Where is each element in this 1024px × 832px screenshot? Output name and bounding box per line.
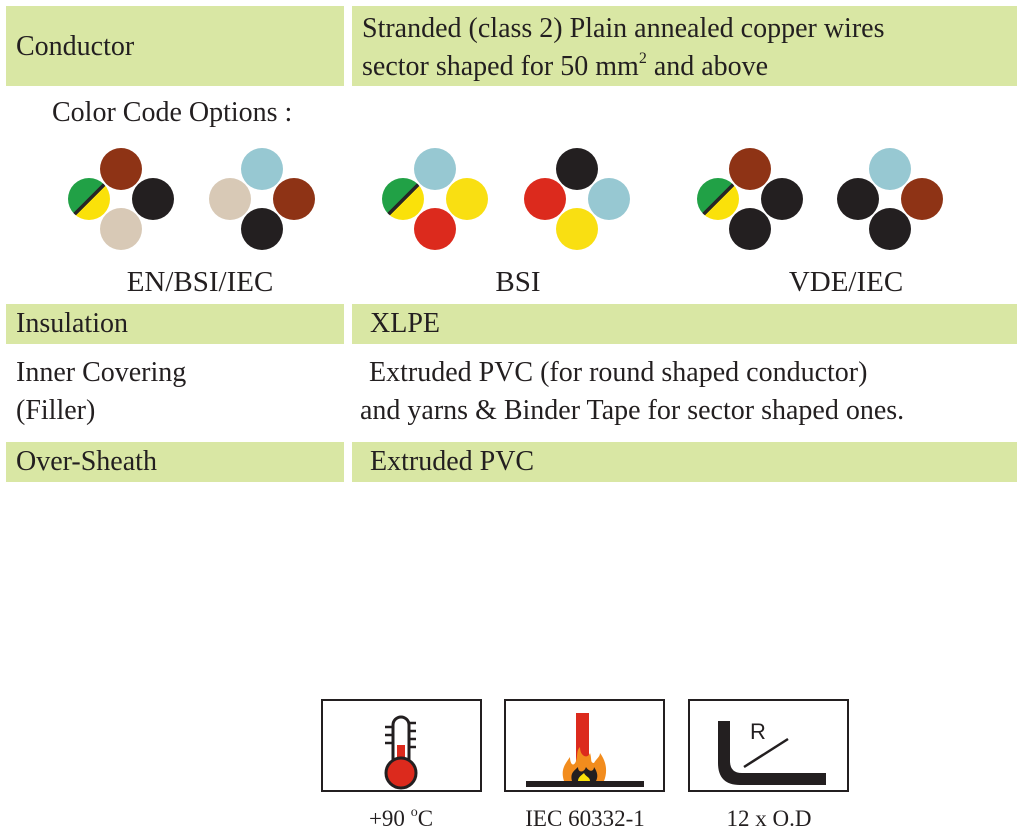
insulation-label-cell: Insulation [6, 304, 344, 344]
flame-standard-label: IEC 60332-1 [525, 806, 645, 831]
insulation-value-cell: XLPE [352, 304, 1017, 344]
temperature-unit: C [417, 806, 434, 831]
inner-covering-value-line2: and yarns & Binder Tape for sector shape… [360, 395, 905, 426]
bend-radius-label: 12 x O.D [726, 806, 812, 831]
thermometer-icon [384, 715, 418, 790]
wire-dot-grey [100, 208, 142, 250]
wire-dot-red [414, 208, 456, 250]
wire-dot-green-yellow [382, 178, 424, 220]
wire-dot-black [837, 178, 879, 220]
wire-dot-brown [273, 178, 315, 220]
wire-dot-blue [241, 148, 283, 190]
wire-dot-black [761, 178, 803, 220]
conductor-value-line1: Stranded (class 2) Plain annealed copper… [362, 13, 885, 44]
over-sheath-value: Extruded PVC [370, 446, 535, 477]
superscript-two: 2 [638, 50, 647, 67]
inner-covering-value-cell: Extruded PVC (for round shaped conductor… [352, 354, 1017, 434]
inner-covering-label-line1: Inner Covering [16, 357, 187, 388]
wire-dot-black [241, 208, 283, 250]
over-sheath-label-cell: Over-Sheath [6, 442, 344, 482]
temperature-value: +90 [368, 806, 411, 831]
flame-icon [526, 713, 644, 787]
standard-label-bsi: BSI [495, 266, 541, 298]
wire-dot-green-yellow [697, 178, 739, 220]
degree-symbol: o [410, 805, 418, 820]
wire-dot-black [729, 208, 771, 250]
conductor-value-line2-end: and above [646, 51, 769, 82]
wire-dot-grey [209, 178, 251, 220]
wire-dot-brown [901, 178, 943, 220]
conductor-label-cell: Conductor [6, 6, 344, 86]
wire-dot-blue [588, 178, 630, 220]
over-sheath-label: Over-Sheath [16, 446, 157, 477]
radius-symbol: R [750, 719, 766, 744]
wire-dot-black [556, 148, 598, 190]
color-code-title: Color Code Options : [52, 97, 293, 128]
conductor-value-line2: sector shaped for 50 mm2 and above [362, 48, 1017, 86]
wire-dot-blue [869, 148, 911, 190]
wire-dot-black [132, 178, 174, 220]
insulation-value: XLPE [370, 308, 440, 339]
inner-covering-label-line2: (Filler) [16, 395, 96, 426]
insulation-label: Insulation [16, 308, 128, 339]
bend-radius-icon [718, 721, 826, 785]
standard-label-en-bsi-iec: EN/BSI/IEC [126, 266, 274, 298]
wire-dot-yellow [556, 208, 598, 250]
temperature-label: +90 oC [316, 806, 486, 832]
standard-label-vde-iec: VDE/IEC [788, 266, 904, 298]
wire-dot-red [524, 178, 566, 220]
wire-dot-black [869, 208, 911, 250]
thermometer-icon-box [321, 699, 482, 792]
over-sheath-value-cell: Extruded PVC [352, 442, 1017, 482]
inner-covering-value-line1: Extruded PVC (for round shaped conductor… [369, 357, 868, 388]
conductor-label: Conductor [16, 31, 135, 62]
wire-dot-green-yellow [68, 178, 110, 220]
wire-dot-yellow [446, 178, 488, 220]
inner-covering-label-cell: Inner Covering (Filler) [6, 354, 344, 434]
conductor-value-cell: Stranded (class 2) Plain annealed copper… [352, 6, 1017, 86]
bend-radius-icon-box: R [688, 699, 849, 792]
flame-icon-box [504, 699, 665, 792]
conductor-value-line2-text: sector shaped for 50 mm [362, 51, 639, 82]
